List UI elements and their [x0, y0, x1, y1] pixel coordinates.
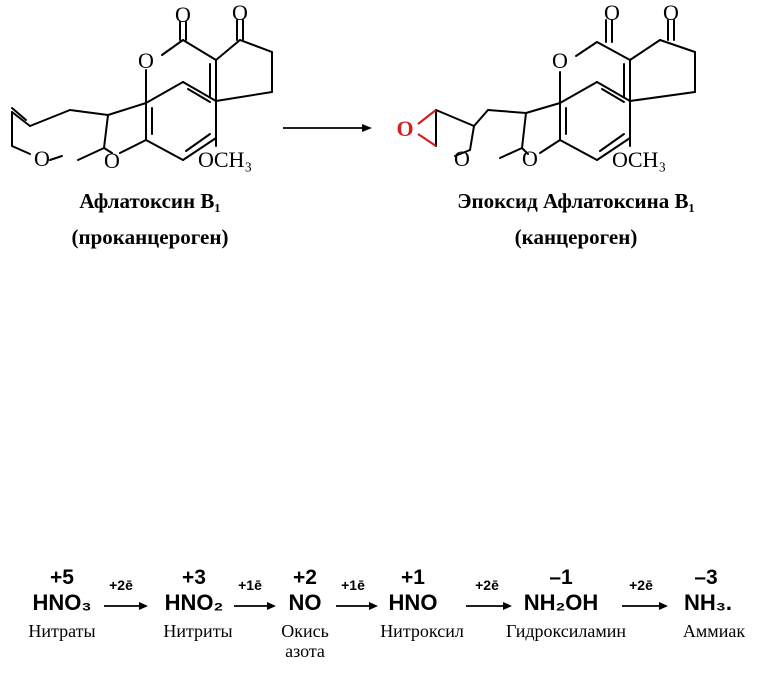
left-molecule-role: (проканцероген): [72, 225, 229, 249]
species-3-name: Окись: [281, 621, 329, 641]
species-3-formula: NO: [289, 590, 322, 615]
right-lactone-o: O: [552, 48, 568, 73]
arrow-5-label: +2ē: [629, 577, 653, 593]
species-3-name2: азота: [285, 641, 325, 661]
arrow-1: [104, 602, 148, 610]
species-1-formula: HNO₃: [32, 590, 91, 615]
species-6-name: Аммиак: [683, 621, 745, 641]
left-furan-o1: O: [34, 146, 50, 171]
left-molecule-name: Афлатоксин B₁: [79, 189, 220, 213]
arrow-5: [622, 602, 668, 610]
arrow-1-label: +2ē: [109, 577, 133, 593]
right-methoxy: OCH₃: [612, 147, 666, 172]
right-molecule-role: (канцероген): [515, 225, 638, 249]
right-carbonyl-o2: O: [663, 0, 679, 25]
epoxide-ring: [417, 109, 437, 147]
species-4-ox: +1: [401, 566, 425, 589]
epoxide-structure: [435, 19, 696, 161]
left-methoxy: OCH₃: [198, 147, 252, 172]
species-3-ox: +2: [293, 566, 317, 589]
left-lactone-o: O: [138, 48, 154, 73]
right-molecule-name: Эпоксид Афлатоксина B₁: [457, 189, 695, 213]
species-6-ox: –3: [694, 566, 717, 589]
species-5-formula: NH₂OH: [524, 590, 599, 615]
epoxide-o: O: [396, 116, 413, 141]
arrow-2-label: +1ē: [238, 577, 262, 593]
arrow-3: [336, 602, 378, 610]
species-2-ox: +3: [182, 566, 206, 589]
right-carbonyl-o1: O: [604, 0, 620, 25]
aflatoxin-b1-structure: [11, 19, 273, 161]
species-5-ox: –1: [549, 566, 573, 589]
species-1-ox: +5: [50, 566, 74, 589]
left-furan-o2: O: [104, 148, 120, 173]
right-furan-o1: O: [454, 146, 470, 171]
species-2-name: Нитриты: [163, 621, 232, 641]
species-6-formula: NH₃.: [684, 590, 732, 615]
arrow-3-label: +1ē: [341, 577, 365, 593]
arrow-4: [466, 602, 512, 610]
species-5-name: Гидроксиламин: [506, 621, 626, 641]
species-2-formula: HNO₂: [165, 590, 224, 615]
arrow-4-label: +2ē: [475, 577, 499, 593]
species-4-formula: HNO: [389, 590, 438, 615]
nitrogen-reduction-chain: +5 HNO₃ Нитраты +2ē +3 HNO₂ Нитриты +1ē …: [28, 566, 745, 661]
species-4-name: Нитроксил: [380, 621, 464, 641]
species-1-name: Нитраты: [28, 621, 95, 641]
left-carbonyl-o2: O: [232, 0, 248, 25]
left-carbonyl-o1: O: [175, 2, 191, 27]
arrow-2: [234, 602, 276, 610]
reaction-arrow: [283, 124, 372, 132]
right-furan-o2: O: [522, 146, 538, 171]
